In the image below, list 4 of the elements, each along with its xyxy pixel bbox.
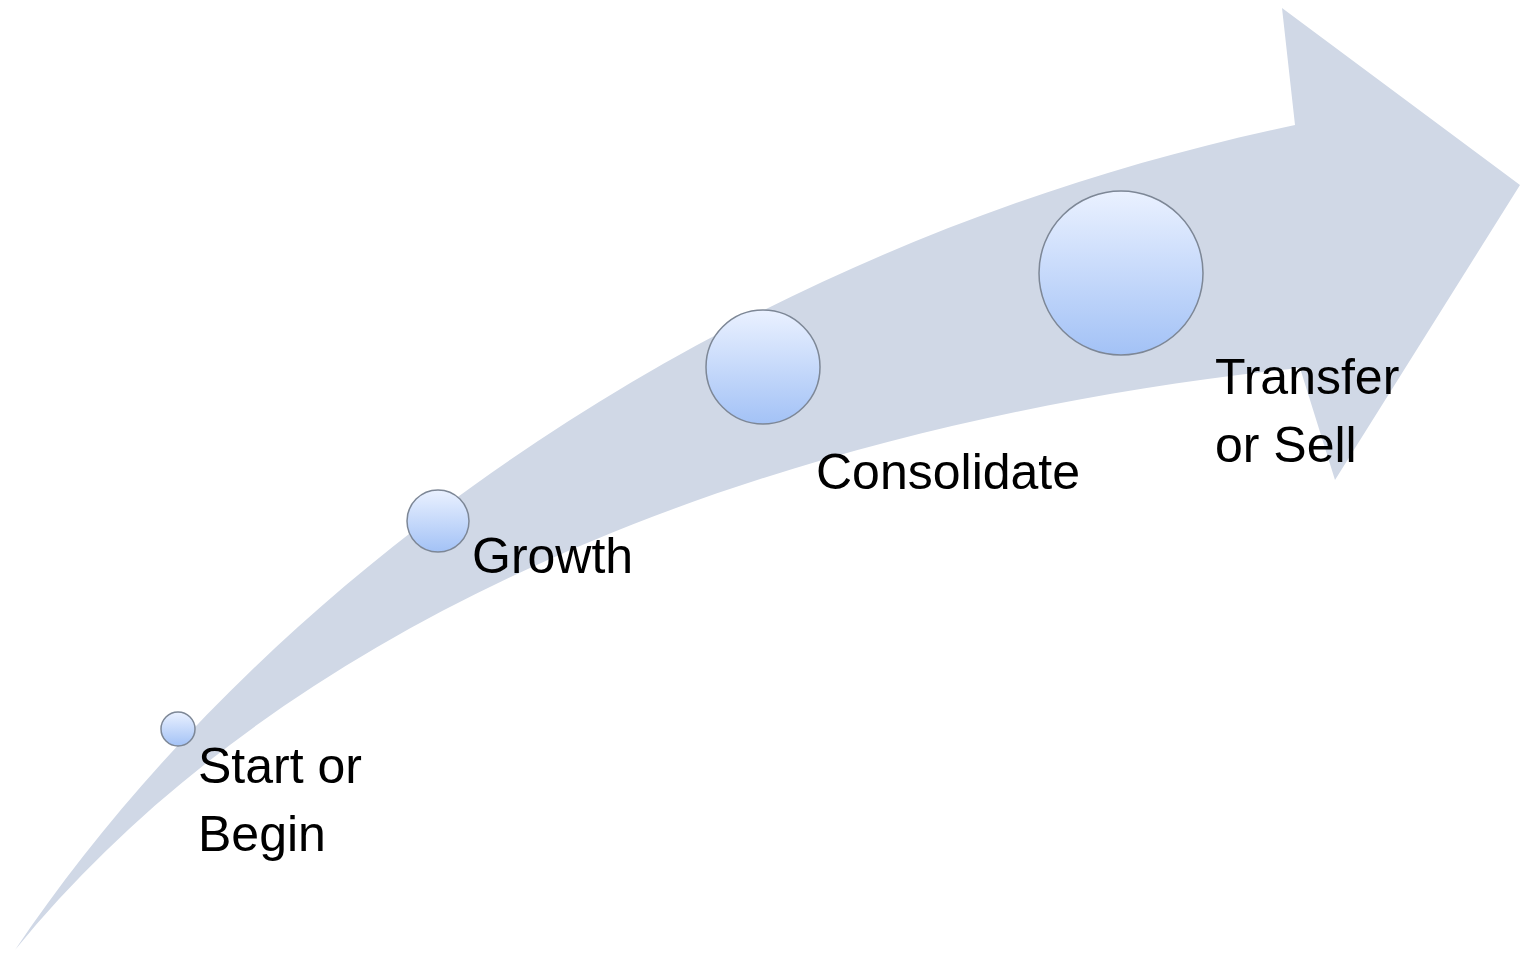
stage-label: Growth: [472, 527, 635, 586]
stage-label: Transfer or Sell: [1215, 348, 1401, 475]
stage-label: Consolidate: [816, 443, 1082, 502]
stage-label: Start or Begin: [198, 737, 363, 864]
